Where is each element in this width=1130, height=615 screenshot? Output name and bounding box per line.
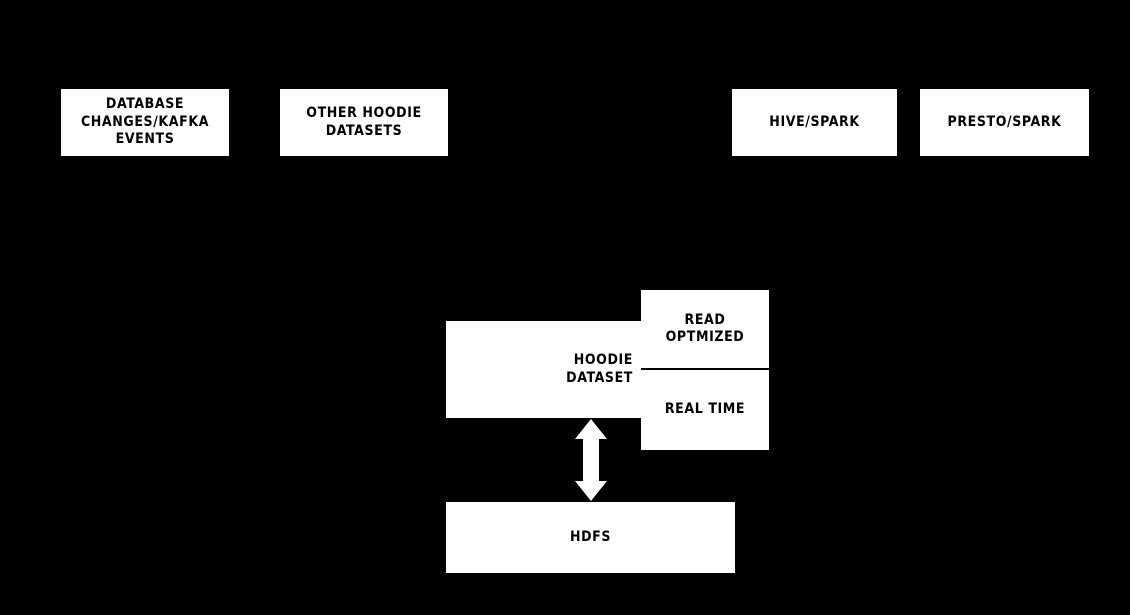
node-other-hoodie-datasets[interactable]: OTHER HOODIE DATASETS (280, 89, 448, 156)
node-label: DATABASE CHANGES/KAFKA EVENTS (80, 96, 210, 148)
node-hoodie-dataset[interactable]: HOODIE DATASET (446, 321, 641, 418)
node-label: HIVE/SPARK (769, 113, 860, 130)
node-hive-spark[interactable]: HIVE/SPARK (732, 89, 897, 156)
node-database-changes-kafka-events[interactable]: DATABASE CHANGES/KAFKA EVENTS (61, 89, 229, 156)
node-label: REAL TIME (664, 401, 746, 418)
node-presto-spark[interactable]: PRESTO/SPARK (920, 89, 1089, 156)
node-read-optimized[interactable]: READ OPTMIZED (641, 290, 769, 370)
node-real-time[interactable]: REAL TIME (641, 370, 769, 450)
node-label: OTHER HOODIE DATASETS (306, 105, 422, 139)
node-hdfs[interactable]: HDFS (446, 502, 735, 573)
node-label: HDFS (569, 528, 612, 545)
node-label: PRESTO/SPARK (947, 113, 1062, 130)
node-label: READ OPTMIZED (665, 311, 745, 346)
double-headed-arrow-icon (575, 419, 607, 501)
node-label: HOODIE DATASET (566, 352, 633, 386)
